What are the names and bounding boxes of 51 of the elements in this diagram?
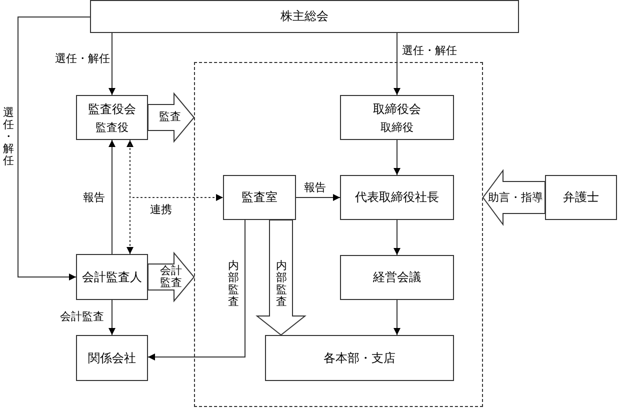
arrow — [108, 32, 116, 96]
organization-box — [76, 95, 148, 140]
box-title: 各本部・支店 — [324, 350, 396, 366]
organization-box — [340, 255, 454, 300]
edge-label: 助言・指導 — [488, 191, 543, 204]
organization-box — [340, 175, 454, 220]
box-title: 取締役会 — [373, 100, 421, 118]
arrow — [108, 140, 116, 254]
edge-label: 監査 — [159, 110, 181, 124]
block-arrow — [256, 220, 306, 336]
arrow — [394, 300, 400, 336]
organization-box — [76, 335, 148, 381]
edge-label: 報告 — [304, 181, 326, 194]
organization-box — [265, 335, 454, 381]
organization-box — [76, 254, 148, 300]
edge-label: 選任・解任 — [55, 52, 110, 66]
edge-label: 内部監査 — [228, 260, 239, 308]
edge-label: 報告 — [83, 191, 105, 204]
dotted-arrow — [126, 140, 134, 254]
arrow — [296, 194, 340, 201]
edge-label: 会計監査 — [160, 265, 182, 290]
box-title: 代表取締役社長 — [355, 189, 439, 206]
box-title: 関係会社 — [88, 350, 136, 366]
box-title: 会計監査人 — [82, 268, 142, 286]
arrow — [108, 300, 116, 336]
edge-label: 内部監査 — [276, 260, 287, 308]
arrow — [394, 220, 400, 256]
dashed-boundary-box — [194, 62, 483, 407]
box-subtitle: 監査役 — [96, 120, 128, 134]
arrow — [148, 220, 246, 360]
block-arrow — [148, 252, 195, 302]
arrow — [18, 16, 90, 280]
edge-label: 選任・解任 — [402, 44, 457, 58]
arrow — [394, 32, 400, 96]
organization-box — [90, 0, 519, 33]
box-subtitle: 取締役 — [380, 120, 414, 134]
organization-box — [545, 175, 617, 220]
dotted-arrow — [130, 140, 224, 201]
block-arrow — [148, 92, 195, 143]
organization-box — [340, 95, 454, 140]
edge-label: 選任・解任 — [3, 107, 14, 168]
organization-box — [223, 175, 296, 220]
box-title: 監査室 — [242, 189, 278, 206]
box-title: 弁護士 — [563, 189, 599, 206]
edge-label: 連携 — [150, 203, 172, 216]
box-title: 株主総会 — [280, 8, 328, 25]
edge-label: 会計監査 — [60, 310, 104, 324]
box-title: 監査役会 — [88, 100, 136, 118]
arrow — [394, 140, 400, 176]
box-title: 経営会議 — [373, 269, 421, 286]
block-arrow — [482, 168, 546, 226]
